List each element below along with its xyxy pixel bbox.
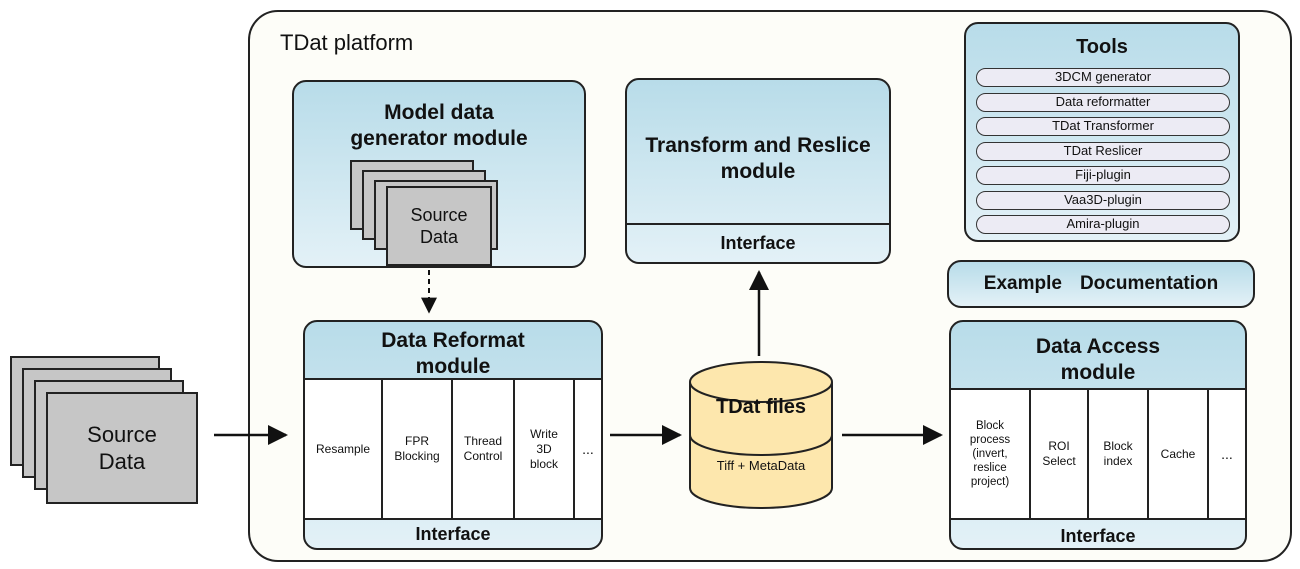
access-module-title: Data Access module <box>1035 335 1161 384</box>
source-data-line2: Data <box>98 449 146 474</box>
example-documentation-box: Example Documentation <box>947 260 1255 308</box>
reformat-module-title: Data Reformat module <box>381 329 525 378</box>
source-data-line1: Source <box>87 422 157 447</box>
model-source-data: Source Data <box>386 186 492 266</box>
example-label: Example <box>983 273 1062 294</box>
transform-interface: Interface <box>627 223 889 261</box>
tool-vaa3d-plugin: Vaa3D-plugin <box>976 190 1230 210</box>
data-reformat-module: Data Reformat module Resample FPR Blocki… <box>303 320 603 550</box>
transform-module-title: Transform and Reslice module <box>645 134 871 183</box>
reformat-cells: Resample FPR Blocking Thread Control Wri… <box>305 378 601 520</box>
tool-tdat-transformer: TDat Transformer <box>976 117 1230 136</box>
tool-fiji-plugin: Fiji-plugin <box>976 166 1230 185</box>
documentation-label: Documentation <box>1079 273 1219 294</box>
tdat-files-title: TDat files <box>715 396 807 418</box>
access-cell-block-process: Block process (invert, reslice project) <box>951 390 1031 518</box>
reformat-cell-fpr-blocking: FPR Blocking <box>383 380 453 518</box>
access-cell-block-index: Block index <box>1089 390 1149 518</box>
reformat-interface: Interface <box>415 524 491 544</box>
tools-title: Tools <box>1076 36 1128 58</box>
tool-amira-plugin: Amira-plugin <box>976 215 1230 234</box>
access-cell-cache: Cache <box>1149 390 1209 518</box>
model-source-line2: Data <box>419 227 459 247</box>
model-module-title: Model data generator module <box>350 101 528 150</box>
platform-title: TDat platform <box>280 30 414 55</box>
access-cell-roi-select: ROI Select <box>1031 390 1089 518</box>
tools-list: 3DCM generator Data reformatter TDat Tra… <box>976 68 1230 234</box>
reformat-cell-more: ... <box>582 440 594 457</box>
tdat-files-subtitle: Tiff + MetaData <box>716 458 806 473</box>
reformat-cell-write-3d-block: Write 3D block <box>515 380 575 518</box>
tool-3dcm-generator: 3DCM generator <box>976 68 1230 87</box>
access-cell-more: ... <box>1221 445 1233 462</box>
data-access-module: Data Access module Block process (invert… <box>949 320 1247 550</box>
source-data-input: Source Data <box>46 392 198 504</box>
access-cells: Block process (invert, reslice project) … <box>951 388 1245 520</box>
transform-reslice-module: Transform and Reslice module Interface <box>625 78 891 264</box>
access-interface: Interface <box>1060 526 1136 546</box>
tdat-files-cylinder <box>689 361 833 509</box>
reformat-cell-thread-control: Thread Control <box>453 380 515 518</box>
tool-tdat-reslicer: TDat Reslicer <box>976 141 1230 161</box>
tool-data-reformatter: Data reformatter <box>976 92 1230 112</box>
reformat-cell-resample: Resample <box>305 380 383 518</box>
model-source-line1: Source <box>410 205 468 225</box>
